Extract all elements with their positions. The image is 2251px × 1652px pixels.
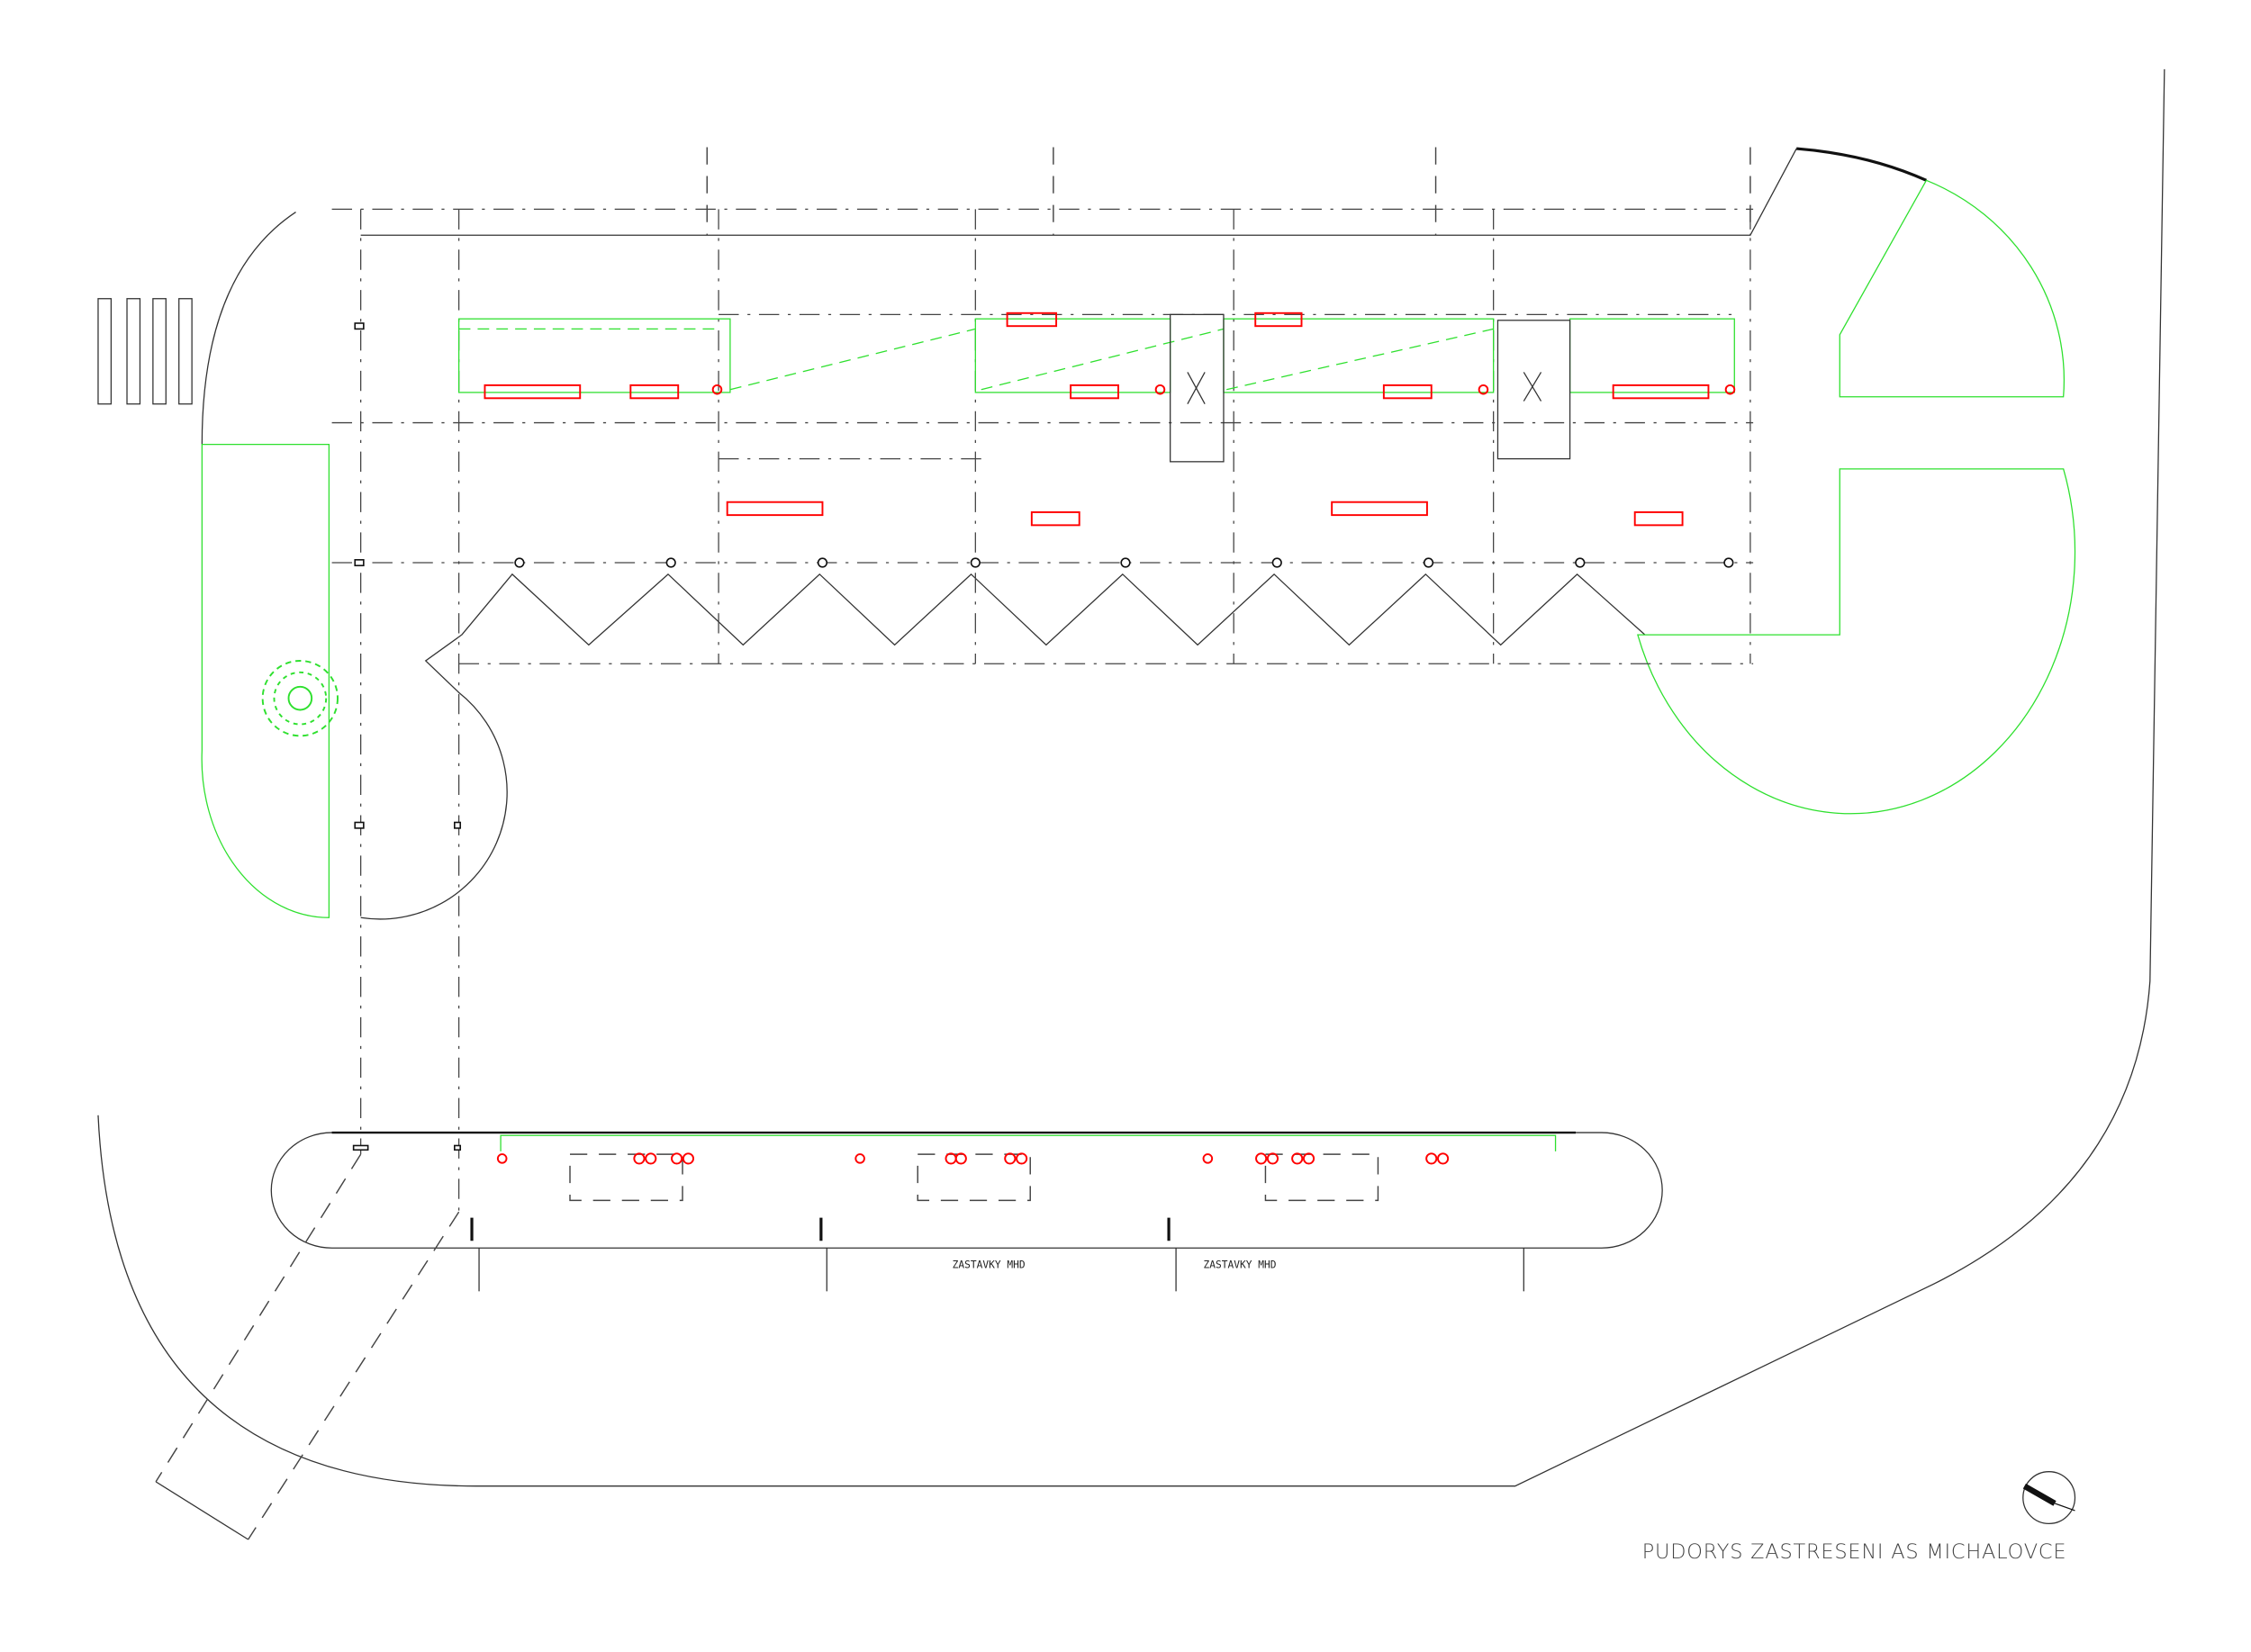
left-curb xyxy=(201,212,296,445)
island-curb xyxy=(360,634,508,920)
red-markers xyxy=(484,311,1736,527)
road-boundary xyxy=(97,68,2165,1487)
roof-top-edge xyxy=(360,148,1797,236)
roof-right-arc xyxy=(1796,147,1928,182)
roof-structure xyxy=(457,313,1735,463)
structural-grid xyxy=(331,147,1754,1213)
bus-stop-label: ZASTAVKY MHD xyxy=(1204,1259,1277,1271)
north-arrow-icon xyxy=(2022,1471,2076,1525)
columns xyxy=(352,322,1734,1151)
green-area-right-bottom xyxy=(1637,468,2076,815)
pedestrian-crossing xyxy=(97,298,193,405)
drawing-title: PUDORYS ZASTRESENI AS MICHALOVCE xyxy=(1642,1540,2067,1564)
bus-stop-label: ZASTAVKY MHD xyxy=(953,1259,1026,1271)
green-area-right-top xyxy=(1839,179,2065,398)
green-area-left xyxy=(201,443,330,918)
roof-zigzag xyxy=(461,573,1646,646)
tree-icon xyxy=(261,660,339,737)
bus-platform xyxy=(270,1131,1663,1292)
walkway xyxy=(155,1153,460,1540)
